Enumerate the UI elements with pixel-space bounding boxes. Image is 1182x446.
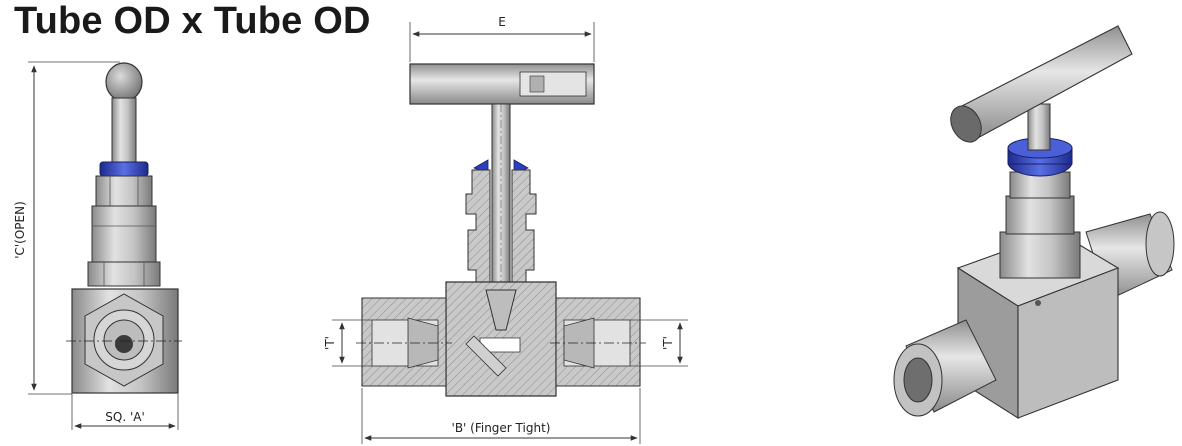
isometric-view: [893, 25, 1175, 419]
bonnet-nut: [87, 261, 161, 287]
iso-body-side: [1017, 267, 1119, 419]
dimension-t-left-label: 'T': [323, 336, 337, 350]
end-fitting-bore: [115, 335, 133, 353]
dimension-t-left: 'T': [323, 319, 372, 367]
dimension-b: 'B' (Finger Tight): [361, 388, 641, 444]
dimension-a-label: SQ. 'A': [105, 410, 145, 424]
needle-tip: [485, 289, 517, 331]
dimension-e: E: [409, 15, 595, 62]
section-view: [356, 63, 646, 397]
handle-end-cap: [105, 62, 143, 102]
iso-bonnet: [1005, 195, 1075, 235]
dimension-t-right: 'T': [630, 319, 688, 367]
dimension-b-label: 'B' (Finger Tight): [452, 421, 551, 435]
side-view: [66, 62, 182, 394]
iso-stem: [1027, 103, 1051, 151]
dimension-c: 'C'(OPEN): [13, 61, 120, 395]
dimension-t-right-label: 'T': [661, 336, 675, 350]
dimension-a: SQ. 'A': [71, 394, 179, 430]
iso-bonnet-nut: [999, 231, 1081, 279]
stem: [111, 97, 137, 165]
blue-packing-nut: [99, 161, 149, 177]
iso-t-handle-end: [950, 105, 982, 143]
dimension-c-label: 'C'(OPEN): [13, 201, 27, 259]
page-title: Tube OD x Tube OD: [14, 0, 371, 42]
bonnet: [91, 205, 157, 263]
dimension-e-label: E: [498, 15, 506, 29]
section-bonnet: [465, 169, 491, 293]
packing-hex-nut: [95, 175, 153, 207]
